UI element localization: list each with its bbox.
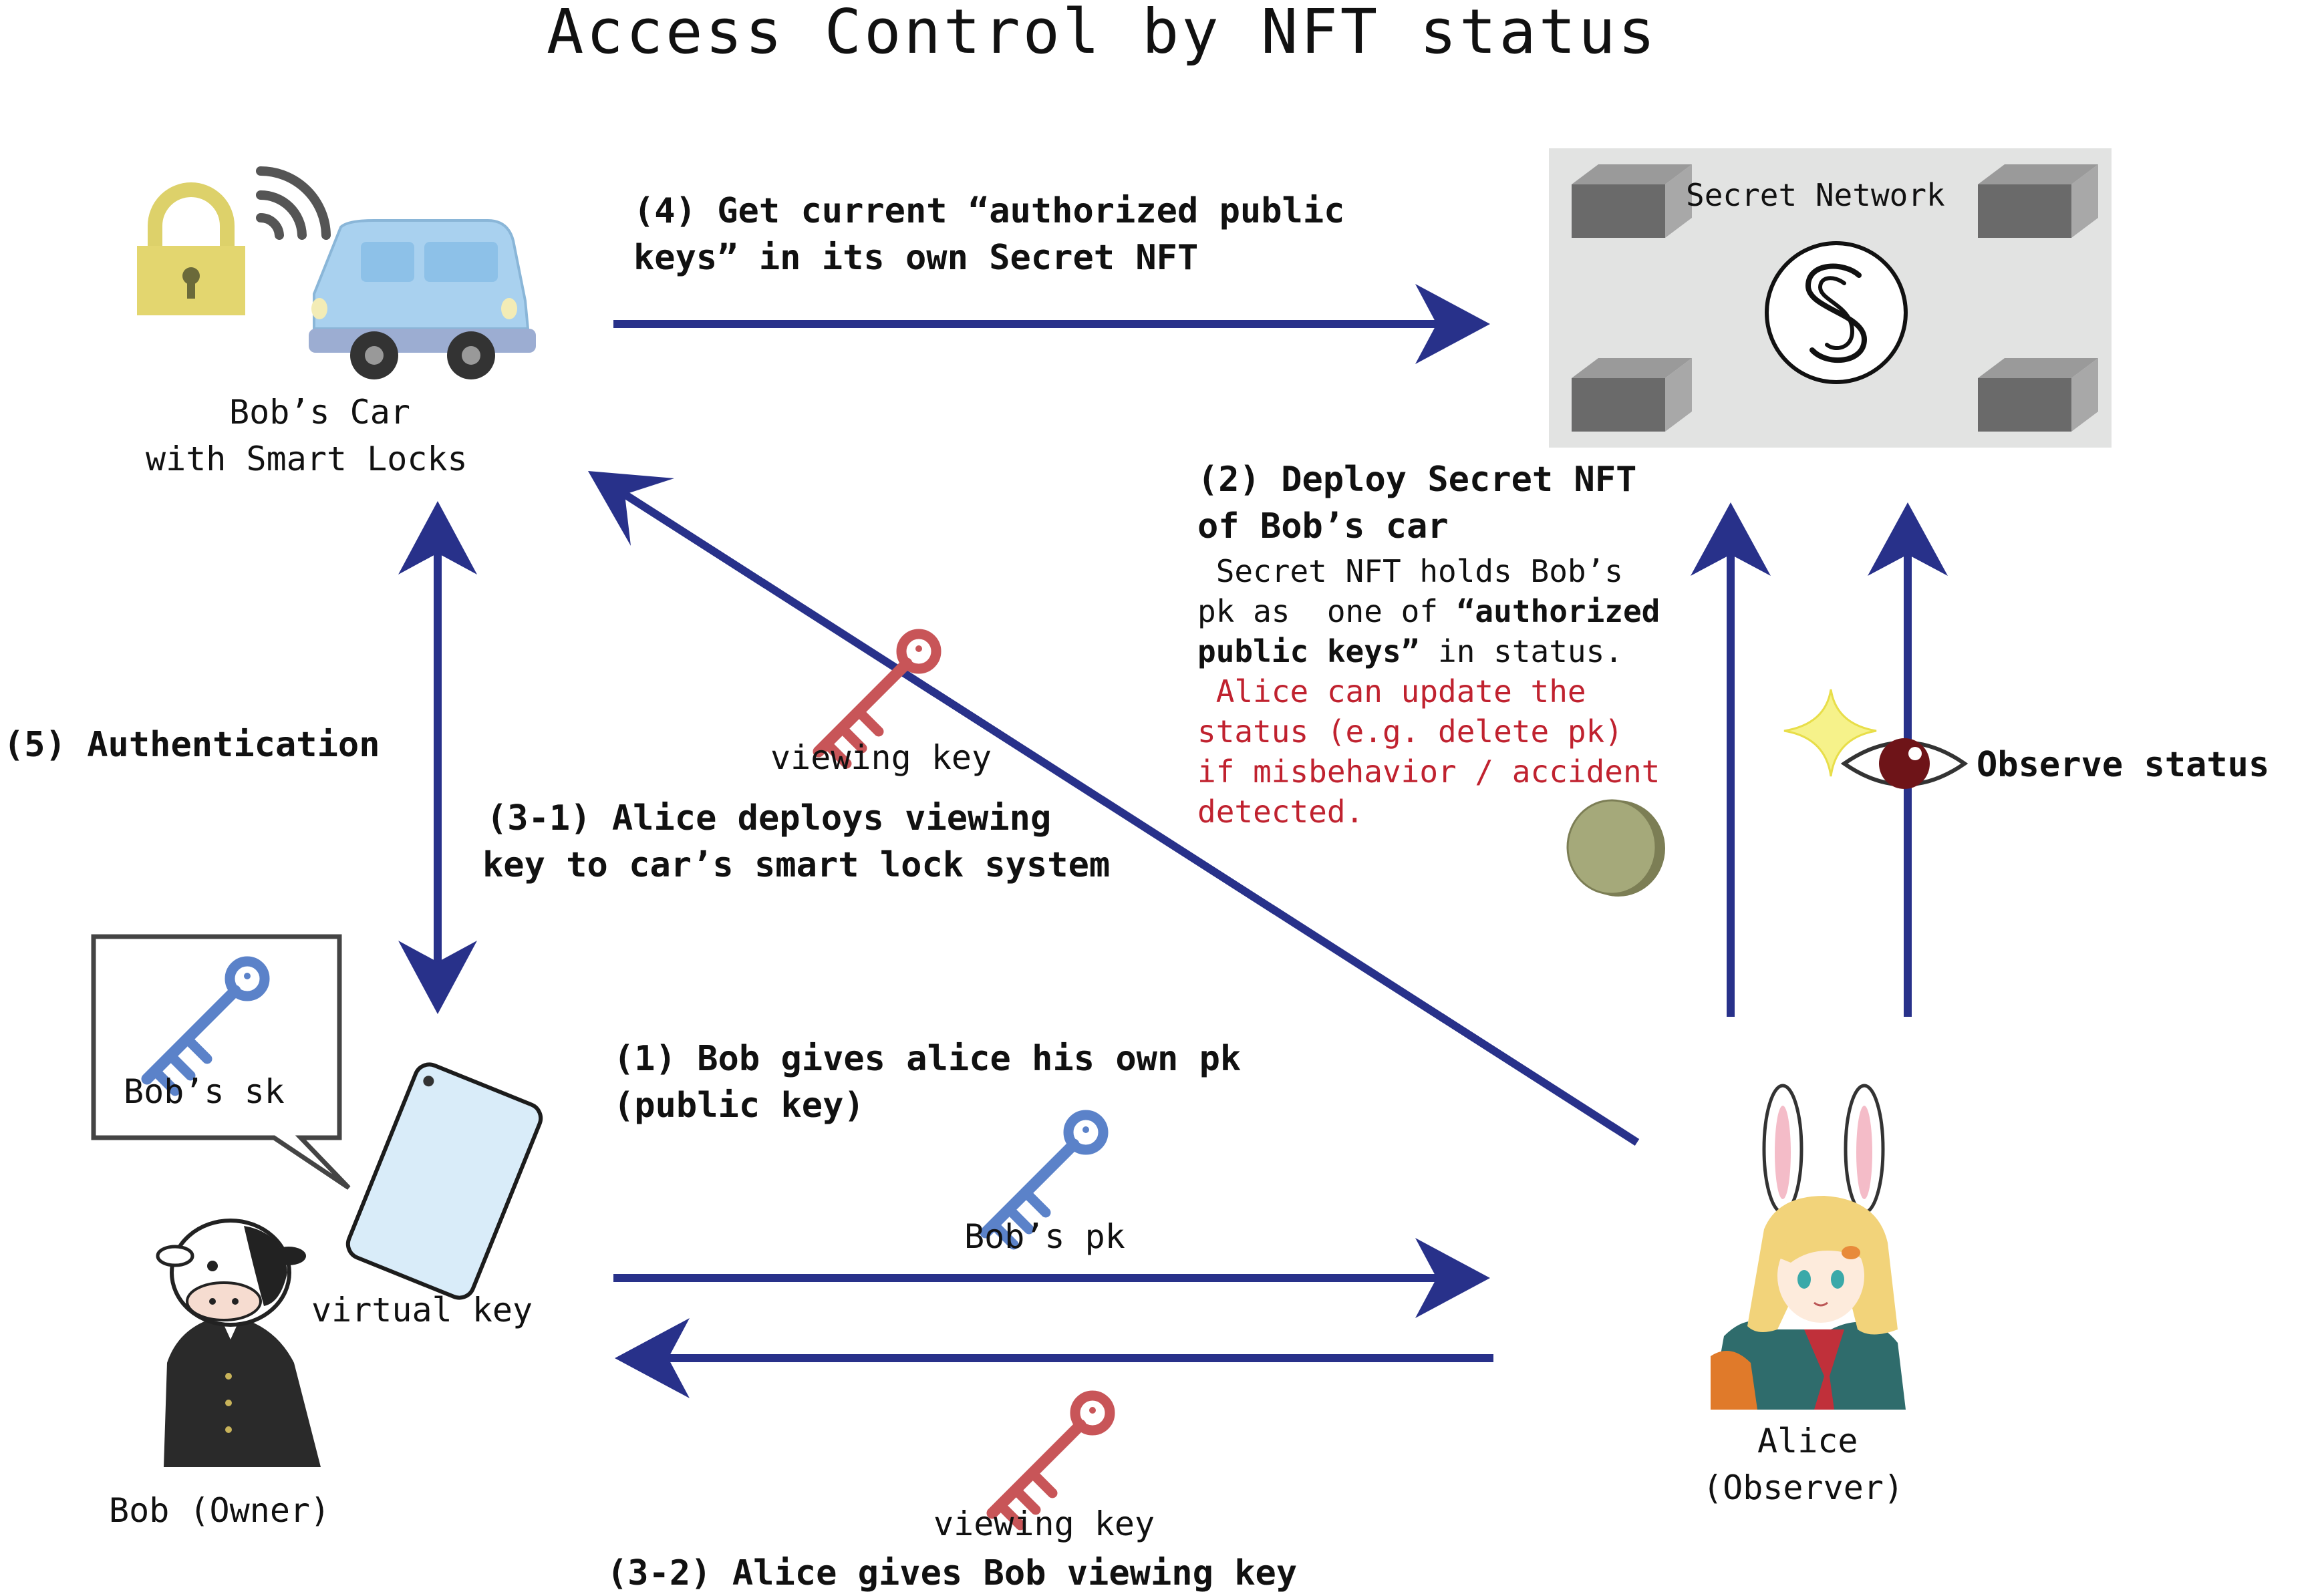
server-block-icon	[1978, 164, 2098, 238]
step2-note3: if misbehavior / accident	[1197, 754, 1660, 790]
bob-label: Bob (Owner)	[109, 1491, 331, 1530]
alice-label-line1: Alice	[1757, 1422, 1858, 1460]
step2-desc2b: “authorized	[1456, 593, 1660, 629]
step2-note4: detected.	[1197, 794, 1364, 830]
viewing-key-label-bottom: viewing key	[933, 1504, 1155, 1543]
step2-line2: of Bob’s car	[1197, 506, 1449, 546]
step2-desc2: pk as one of “authorized	[1197, 593, 1660, 629]
coin-icon	[1566, 799, 1665, 897]
smartphone-icon	[345, 1062, 543, 1300]
car-icon	[309, 219, 536, 379]
step2-desc1: Secret NFT holds Bob’s	[1197, 553, 1623, 589]
arrow-bob-gives-pk	[613, 1238, 1490, 1318]
step4-line2: keys” in its own Secret NFT	[633, 238, 1199, 278]
network-label: Secret Network	[1686, 177, 1945, 213]
server-block-icon	[1572, 358, 1692, 432]
car-label-line1: Bob’s Car	[229, 393, 410, 432]
observe-status-label: Observe status	[1977, 745, 2270, 785]
step2-note1: Alice can update the	[1197, 673, 1586, 709]
server-block-icon	[1978, 358, 2098, 432]
alice-label-line2: (Observer)	[1703, 1468, 1904, 1507]
step1-line1: (1) Bob gives alice his own pk	[613, 1039, 1242, 1079]
step2-desc2a: pk as one of	[1197, 593, 1457, 629]
secret-network-logo-icon	[1765, 241, 1908, 384]
step2-desc3b: in status.	[1419, 633, 1623, 669]
step31-line2: key to car’s smart lock system	[482, 845, 1111, 885]
arrow-deploy-viewing-key	[588, 471, 1640, 1146]
step1-line2: (public key)	[613, 1086, 865, 1126]
step2-line1: (2) Deploy Secret NFT	[1197, 460, 1637, 500]
wireless-signal-icon	[256, 166, 331, 240]
speech-bubble	[91, 934, 351, 1190]
car-label-line2: with Smart Locks	[146, 440, 468, 478]
cow-character	[156, 1219, 321, 1467]
lock-icon	[137, 182, 245, 315]
step32-label: (3-2) Alice gives Bob viewing key	[607, 1553, 1298, 1593]
bobs-sk-label: Bob’s sk	[124, 1072, 285, 1111]
server-block-icon	[1572, 164, 1692, 238]
page-title: Access Control by NFT status	[547, 0, 1658, 67]
bobs-pk-label: Bob’s pk	[964, 1217, 1125, 1256]
eye-icon	[1840, 738, 1969, 789]
viewing-key-label-top: viewing key	[770, 738, 992, 777]
arrow-alice-gives-viewing-key	[615, 1318, 1493, 1398]
step2-desc3a: public keys”	[1197, 633, 1420, 669]
arrow-authentication	[398, 501, 477, 1014]
sparkle-icon	[1783, 689, 1877, 777]
step4-line1: (4) Get current “authorized public	[633, 191, 1345, 231]
step5-label: (5) Authentication	[3, 725, 380, 765]
step2-desc3: public keys” in status.	[1197, 633, 1623, 669]
step31-line1: (3-1) Alice deploys viewing	[486, 798, 1052, 838]
bunny-girl-character	[1711, 1084, 1906, 1410]
step2-note2: status (e.g. delete pk)	[1197, 713, 1623, 750]
arrow-get-keys	[613, 284, 1490, 364]
arrow-deploy-nft	[1691, 502, 1771, 1017]
arrows	[398, 284, 1948, 1398]
virtual-key-label: virtual key	[311, 1291, 533, 1329]
secret-network-panel	[1549, 148, 2112, 448]
